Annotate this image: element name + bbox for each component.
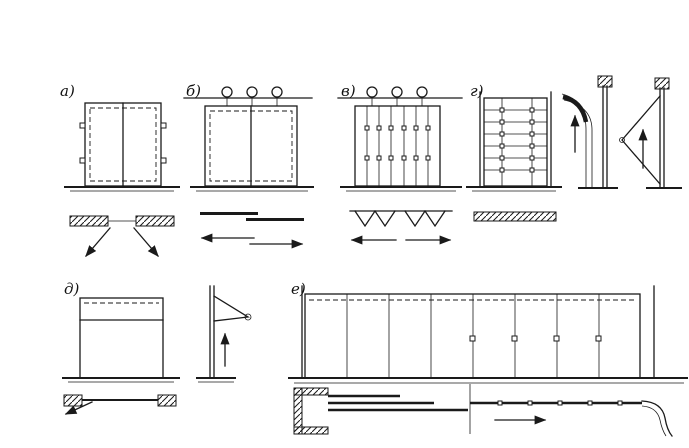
rollers bbox=[366, 86, 428, 106]
swing-arrow-right bbox=[133, 227, 159, 257]
figure-e-elevation bbox=[288, 285, 688, 384]
wall-hatch bbox=[63, 394, 83, 407]
lintel-hatch bbox=[597, 75, 613, 88]
open-leaf-triangle bbox=[621, 95, 661, 185]
pocket-niche-hatch bbox=[293, 387, 329, 435]
wall-hatch bbox=[135, 215, 175, 227]
figure-e-telescopic-gate: е) bbox=[288, 280, 688, 437]
pivot-point bbox=[244, 313, 252, 321]
figure-e-plan bbox=[293, 384, 673, 437]
curved-rail-outer bbox=[641, 400, 673, 437]
figure-g-label: г) bbox=[470, 82, 484, 100]
figure-v-plan bbox=[349, 209, 453, 245]
figure-a-elevation bbox=[64, 102, 180, 192]
rail-fitting-squares bbox=[497, 400, 623, 406]
figure-a-swing-gate: а) bbox=[60, 82, 180, 257]
slat-lines bbox=[484, 109, 547, 171]
figure-a-label: а) bbox=[60, 82, 75, 100]
accordion-fold-left bbox=[354, 209, 396, 228]
telescoping-leaves bbox=[328, 394, 468, 412]
raised-leaf-band bbox=[562, 94, 589, 123]
tilt-arrow bbox=[64, 401, 93, 415]
figure-d-label: д) bbox=[64, 280, 80, 298]
wall-hatch bbox=[69, 215, 109, 227]
hinge-squares bbox=[364, 125, 431, 161]
leaf-bar bbox=[246, 218, 304, 221]
figure-a-plan bbox=[69, 215, 175, 257]
wall-hatch bbox=[157, 394, 177, 407]
curved-rail-inner bbox=[641, 405, 667, 437]
figure-g-curved-track-detail bbox=[561, 75, 618, 189]
leaf-bar bbox=[200, 212, 258, 215]
swing-arrow-left bbox=[85, 227, 111, 257]
pivot-point bbox=[619, 137, 625, 143]
fold-panel-lines bbox=[366, 106, 429, 186]
figure-d-overhead-gate: д) bbox=[62, 280, 252, 415]
fitting-squares bbox=[469, 335, 602, 342]
open-leaf-triangle bbox=[213, 295, 250, 322]
figure-d-elevation bbox=[62, 297, 180, 383]
figure-d-tilt-detail bbox=[196, 285, 252, 383]
connector-squares bbox=[499, 107, 535, 173]
figure-g-upfolding-detail bbox=[619, 77, 682, 189]
figure-v-folding-gate: в) bbox=[337, 82, 463, 245]
accordion-fold-right bbox=[404, 209, 446, 228]
figure-g-lifting-gates: г) bbox=[466, 75, 682, 222]
figure-b-label: б) bbox=[186, 82, 201, 100]
figure-d-plan bbox=[63, 394, 177, 415]
figure-g-plan bbox=[473, 211, 557, 222]
figure-e-label: е) bbox=[291, 280, 306, 298]
hinge-squares bbox=[79, 122, 167, 164]
figure-v-elevation bbox=[337, 86, 463, 192]
rollers bbox=[221, 86, 283, 106]
figure-g-grille-elevation bbox=[466, 91, 562, 192]
figure-v-label: в) bbox=[341, 82, 356, 100]
figure-b-sliding-gate: б) bbox=[183, 82, 314, 249]
wall-hatch bbox=[473, 211, 557, 222]
figure-b-plan bbox=[200, 212, 304, 249]
figure-b-elevation bbox=[183, 86, 314, 192]
lintel-hatch bbox=[654, 77, 670, 90]
